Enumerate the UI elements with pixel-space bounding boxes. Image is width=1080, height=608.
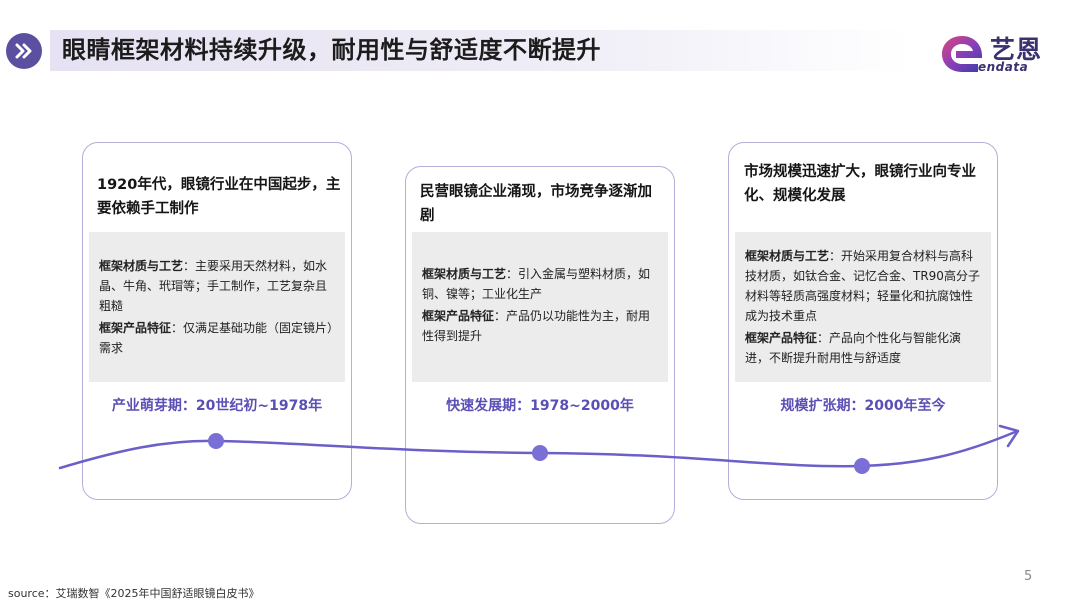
product-label: 框架产品特征 — [99, 321, 172, 335]
stage-period-1: 产业萌芽期：20世纪初~1978年 — [111, 398, 323, 414]
stage-card-2-title: 民营眼镜企业涌现，市场竞争逐渐加剧 — [420, 184, 652, 224]
double-chevron-right-icon — [6, 33, 42, 69]
timeline-node-2 — [532, 445, 548, 461]
product-text: ：产品向个性化与智能化演进，不断提升耐用性与舒适度 — [745, 331, 962, 365]
material-label: 框架材质与工艺 — [99, 259, 184, 273]
material-text: ：主要采用天然材料，如水晶、牛角、玳瑁等；手工制作，工艺复杂且粗糙 — [99, 259, 328, 313]
product-text: ：产品仍以功能性为主，耐用性得到提升 — [422, 309, 651, 343]
product-text: ：仅满足基础功能（固定镜片）需求 — [99, 321, 334, 355]
stage-card-3-details: 框架材质与工艺：开始采用复合材料与高科技材质，如钛合金、记忆合金、TR90高分子… — [735, 232, 991, 382]
logo-text-cn: 艺恩 — [990, 35, 1043, 64]
stage-card-1-title: 1920年代，眼镜行业在中国起步，主要依赖手工制作 — [97, 177, 341, 217]
timeline-node-1 — [208, 433, 224, 449]
page-title: 眼睛框架材料持续升级，耐用性与舒适度不断提升 — [62, 36, 601, 64]
stage-card-2-details: 框架材质与工艺：引入金属与塑料材质，如铜、镍等；工业化生产 框架产品特征：产品仍… — [412, 232, 668, 382]
page-number: 5 — [1024, 569, 1033, 584]
stage-period-2: 快速发展期：1978~2000年 — [446, 398, 634, 414]
logo-text-en: endata — [978, 60, 1029, 74]
material-text: ：开始采用复合材料与高科技材质，如钛合金、记忆合金、TR90高分子材料等轻质高强… — [745, 249, 980, 323]
header-bar — [50, 30, 910, 71]
source-note: source：艾瑞数智《2025年中国舒适眼镜白皮书》 — [8, 587, 260, 600]
material-text: ：引入金属与塑料材质，如铜、镍等；工业化生产 — [422, 267, 651, 301]
timeline-node-3 — [854, 458, 870, 474]
product-label: 框架产品特征 — [422, 309, 495, 323]
stage-period-3: 规模扩张期：2000年至今 — [780, 398, 946, 414]
stage-card-3-title: 市场规模迅速扩大，眼镜行业向专业化、规模化发展 — [744, 164, 976, 204]
material-label: 框架材质与工艺 — [745, 249, 830, 263]
product-label: 框架产品特征 — [745, 331, 818, 345]
timeline-arrow-icon — [998, 424, 1020, 448]
stage-card-1-details: 框架材质与工艺：主要采用天然材料，如水晶、牛角、玳瑁等；手工制作，工艺复杂且粗糙… — [89, 232, 345, 382]
logo-mark-icon — [942, 36, 983, 72]
endata-logo: 艺恩 endata — [938, 30, 1058, 76]
material-label: 框架材质与工艺 — [422, 267, 507, 281]
